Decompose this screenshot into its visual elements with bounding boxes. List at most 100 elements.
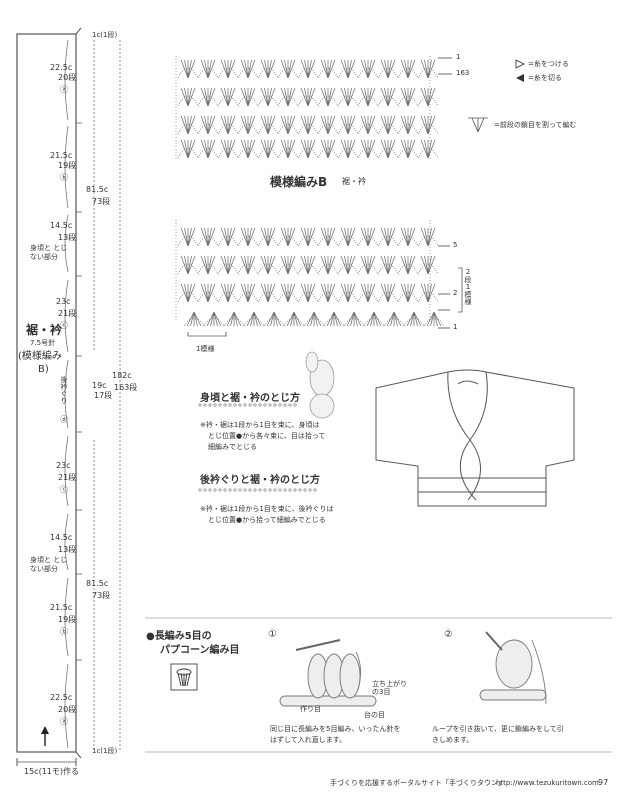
strip-title-line2: (模様編み [18,351,62,362]
stitch-mark [367,255,372,275]
stitch-mark [280,139,289,159]
stitch-dot [313,488,317,492]
stitch-mark [190,311,195,327]
stitch-mark [260,115,269,135]
seg2-cm: 21.5c [50,151,73,160]
chain-mark [237,147,259,159]
seg3-rows: 13段 [58,233,77,242]
stitch-mark [307,59,312,79]
stitch-mark [240,283,249,303]
stitch-dot [283,488,287,492]
stitch-mark [407,59,412,79]
stitch-mark [287,59,292,79]
stitch-dot [258,488,262,492]
stitch-mark [400,227,409,247]
chart-title: 模様編みB [270,175,328,189]
stitch-mark [244,139,249,159]
stitch-dot [293,403,297,407]
stitch-mark [227,115,232,135]
stitch-mark [387,255,392,275]
stitch-mark [404,283,409,303]
stitch-mark [347,227,352,247]
stitch-mark [200,87,209,107]
stitch-mark [270,311,275,327]
chain-mark [423,317,445,327]
stitch-mark [304,87,309,107]
chain-mark [237,291,259,303]
stitch-mark [247,139,252,159]
chain-mark [337,95,359,107]
stitch-mark [180,283,189,303]
stitch-mark [287,139,292,159]
stitch-mark [280,59,289,79]
stitch-mark [227,283,232,303]
stitch-mark [240,115,249,135]
stitch-mark [433,311,442,327]
stitch-mark [360,139,369,159]
chain-mark [263,317,285,327]
stitch-dot [263,488,267,492]
chain-mark [383,317,405,327]
stitch-mark [287,115,292,135]
stitch-mark [404,139,409,159]
row-marker-5: 5 [453,241,458,249]
stitch-mark [204,255,209,275]
chain-mark [417,123,439,135]
chain-mark [197,291,219,303]
chain-mark [377,95,399,107]
stitch-mark [393,311,402,327]
chain-mark [257,67,279,79]
seg8-rows: 19段 [58,615,77,624]
stitch-mark [430,311,435,327]
stitch-mark [413,311,418,327]
seg7-note: 身頃と とじない部分 [30,556,68,574]
chain-mark [357,123,379,135]
stitch-mark [300,255,309,275]
chain-mark [357,291,379,303]
stitch-mark [284,59,289,79]
stitch-mark [180,139,189,159]
stitch-mark [304,283,309,303]
chain-mark [337,263,359,275]
stitch-mark [264,87,269,107]
chain-mark [197,235,219,247]
stitch-mark [384,59,389,79]
stitch-mark [384,227,389,247]
stitch-mark [267,139,272,159]
strip-title-line3: B) [38,364,49,375]
stitch-dot [298,488,302,492]
stitch-mark [340,115,349,135]
step-1-desc-a: 同じ目に長編みを5目編み、いったん針を [270,725,401,733]
footer-url[interactable]: http://www.tezukuritown.com [496,779,599,787]
chain-mark [297,291,319,303]
stitch-mark [344,115,349,135]
stitch-mark [180,255,189,275]
chain-mark [257,147,279,159]
stitch-dot [238,488,242,492]
chain-mark [397,147,419,159]
stitch-mark [420,87,429,107]
stitch-mark [207,139,212,159]
stitch-mark [220,59,229,79]
stitch-dot [223,403,227,407]
chain-mark [277,95,299,107]
stitch-mark [200,59,209,79]
chain-mark [317,123,339,135]
chain-mark [177,95,199,107]
stitch-mark [224,283,229,303]
stitch-dot [248,488,252,492]
stitch-mark [267,283,272,303]
stitch-mark [404,227,409,247]
stitch-mark [227,87,232,107]
chain-mark [317,235,339,247]
stitch-mark [184,255,189,275]
seg1-cm: 22.5c [50,63,73,72]
stitch-mark [193,311,198,327]
stitch-mark [327,227,332,247]
seg2-mark: ⓑ [60,173,68,182]
stitch-mark [340,59,349,79]
stitch-mark [210,311,215,327]
stitch-mark [204,87,209,107]
stitch-mark [280,227,289,247]
